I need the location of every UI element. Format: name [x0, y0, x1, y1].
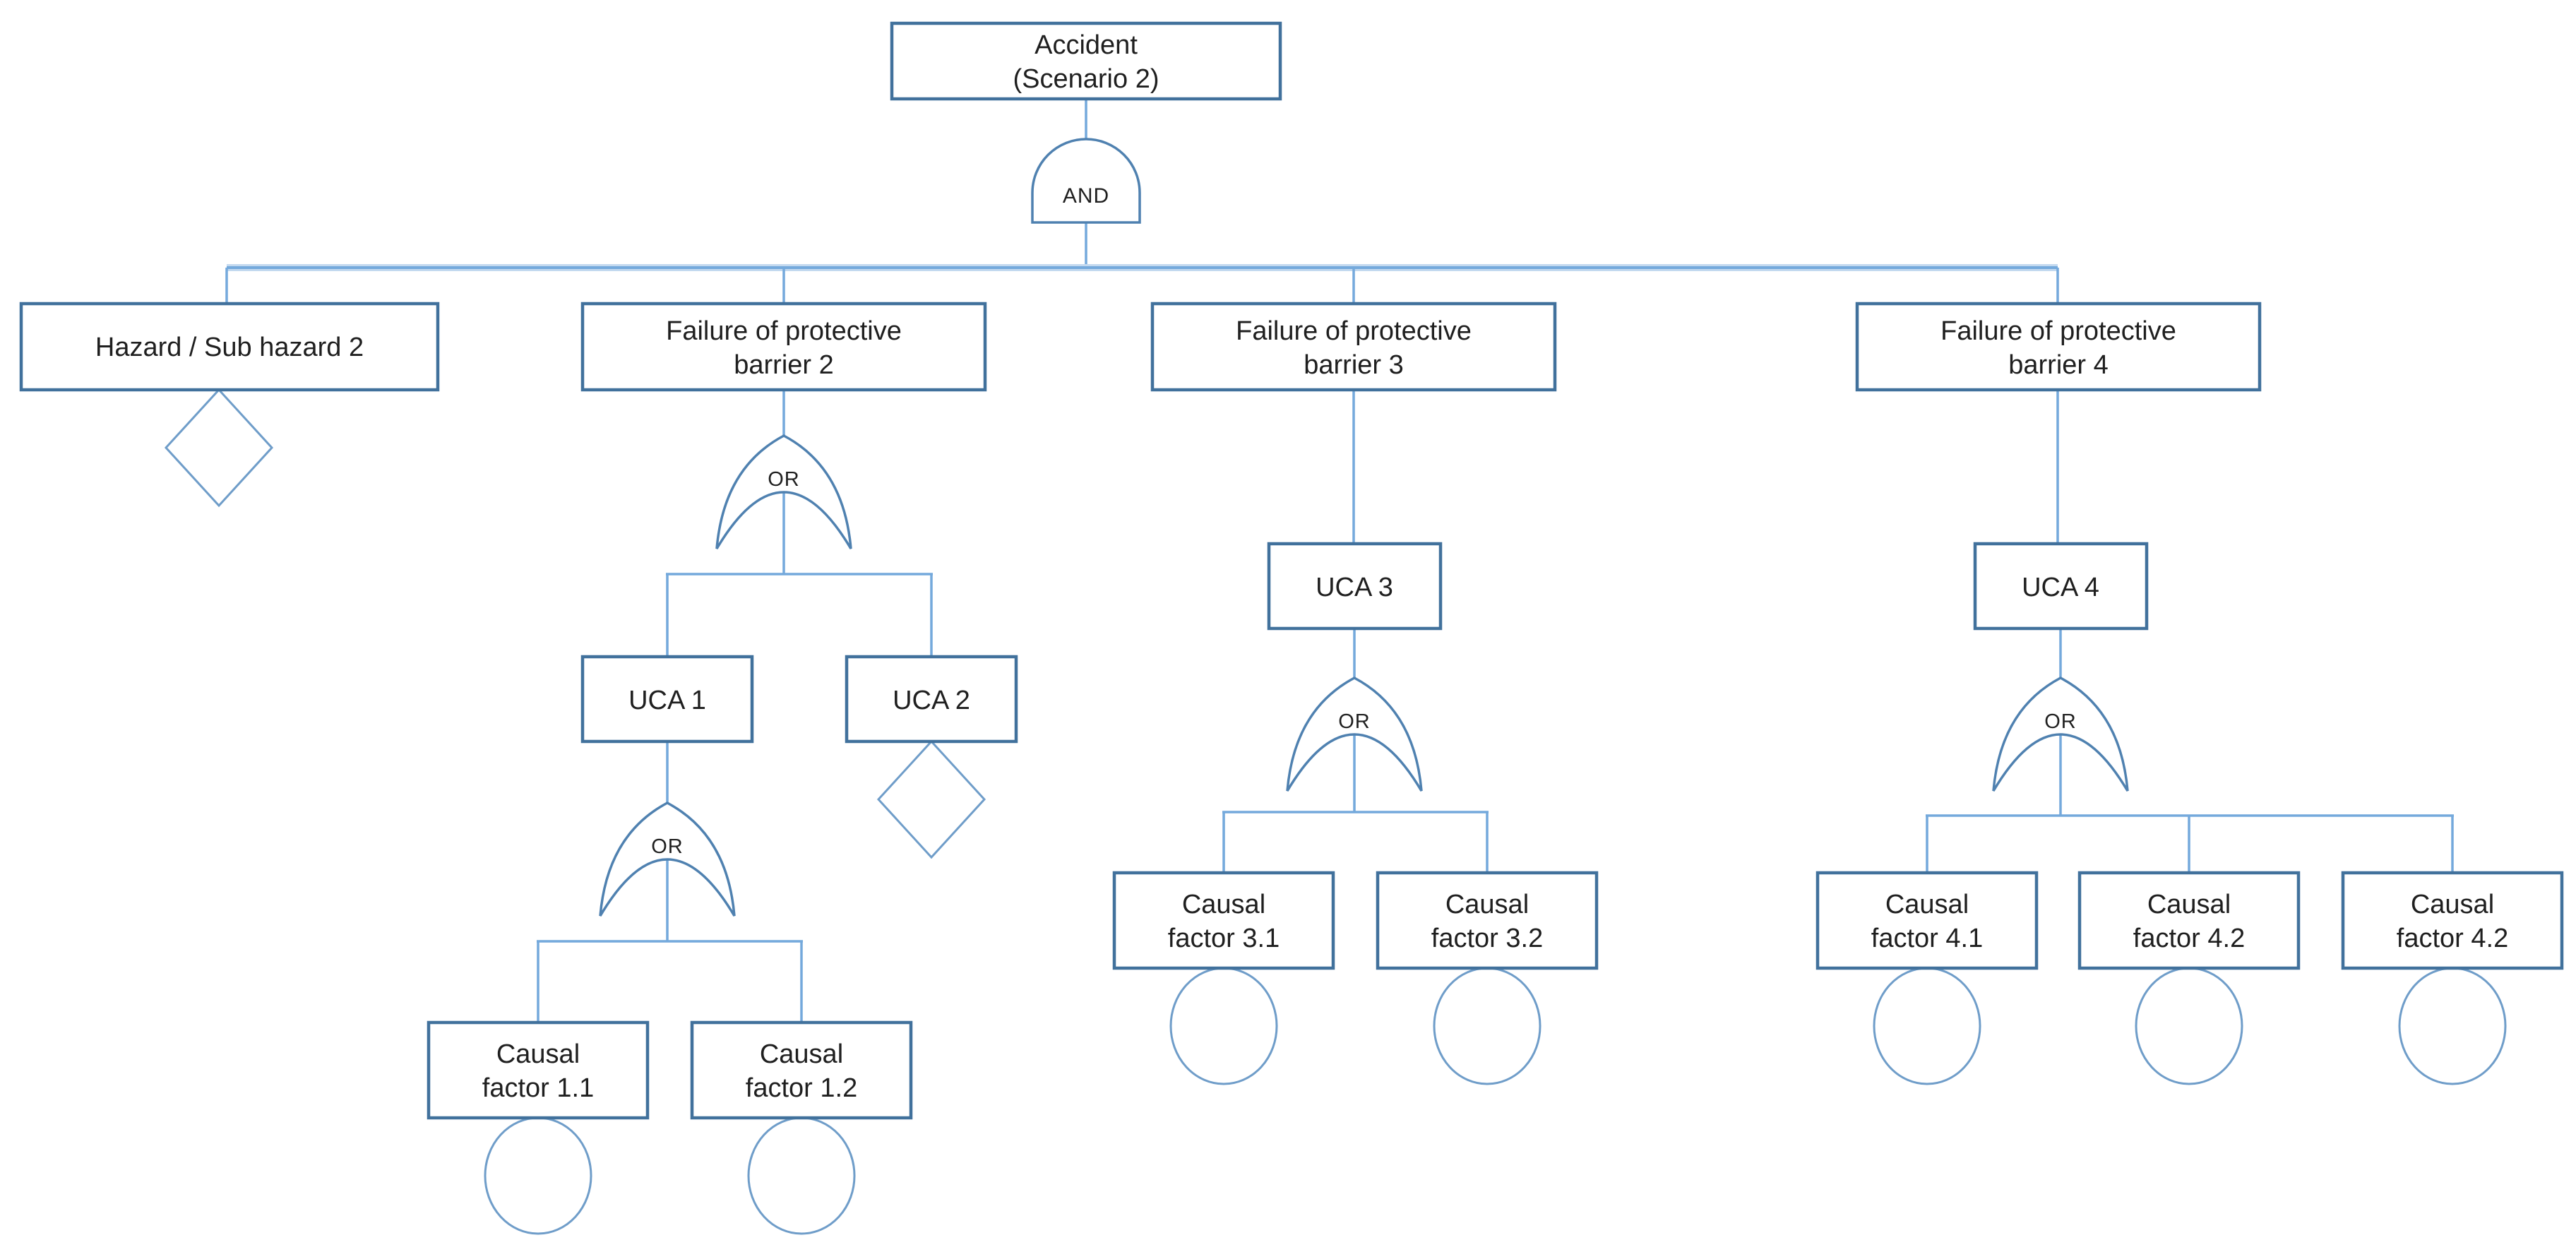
node-causal-factor-4-2: Causal factor 4.2	[2077, 871, 2301, 970]
node-uca4: UCA 4	[1973, 542, 2149, 631]
node-box	[690, 1020, 913, 1120]
node-uca3: UCA 3	[1267, 542, 1443, 631]
node-causal-factor-4-1: Causal factor 4.1	[1815, 871, 2039, 970]
node-causal-factor-1-1: Causal factor 1.1	[427, 1020, 650, 1120]
node-box	[845, 655, 1018, 744]
node-label-line2: factor 4.2	[2397, 924, 2508, 953]
node-box	[1855, 302, 2262, 392]
node-label-line2: (Scenario 2)	[1013, 64, 1159, 94]
node-box	[1267, 542, 1443, 631]
node-label-line1: Causal	[760, 1039, 843, 1069]
node-label-line1: Causal	[1445, 890, 1529, 919]
node-causal-factor-3-1: Causal factor 3.1	[1112, 871, 1335, 970]
node-label-line1: Accident	[1034, 30, 1138, 60]
basic-event-circle-cf31	[1169, 967, 1278, 1085]
undeveloped-event-diamond-hazard	[164, 388, 274, 508]
node-box	[1150, 302, 1557, 392]
node-label-line1: Causal	[1885, 890, 1969, 919]
node-label-line2: barrier 3	[1304, 350, 1404, 380]
node-label: UCA 1	[628, 686, 706, 715]
node-failure-protective-barrier-4: Failure of protective barrier 4	[1855, 302, 2262, 392]
basic-event-circle-cf12	[747, 1116, 856, 1235]
node-label-line2: barrier 2	[734, 350, 834, 380]
and-gate-label: AND	[1063, 184, 1109, 208]
node-label-line2: barrier 4	[2008, 350, 2109, 380]
node-label-line2: factor 1.2	[746, 1073, 857, 1103]
node-causal-factor-1-2: Causal factor 1.2	[690, 1020, 913, 1120]
or-gate-label: OR	[651, 835, 684, 858]
node-label: Hazard / Sub hazard 2	[95, 333, 364, 362]
node-box	[427, 1020, 650, 1120]
node-box	[1376, 871, 1599, 970]
node-label-line1: Failure of protective	[666, 316, 902, 346]
node-label-line1: Causal	[1182, 890, 1265, 919]
and-gate-shape	[1031, 138, 1141, 224]
or-gate-barrier2: OR	[715, 434, 852, 549]
node-uca1: UCA 1	[580, 655, 754, 744]
basic-event-circle-cf41	[1873, 967, 1981, 1085]
node-label-line1: Causal	[2411, 890, 2494, 919]
node-label: UCA 2	[893, 686, 970, 715]
node-label: UCA 4	[2022, 573, 2099, 602]
node-label-line1: Causal	[2147, 890, 2231, 919]
node-uca2: UCA 2	[845, 655, 1018, 744]
or-gate-label: OR	[2044, 710, 2077, 733]
or-gate-shape	[1992, 676, 2129, 792]
or-gate-uca4: OR	[1992, 676, 2129, 792]
or-gate-uca3: OR	[1286, 676, 1423, 792]
node-failure-protective-barrier-3: Failure of protective barrier 3	[1150, 302, 1557, 392]
node-label-line1: Failure of protective	[1940, 316, 2176, 346]
node-box	[890, 21, 1282, 101]
basic-event-circle-cf11	[484, 1116, 592, 1235]
or-gate-label: OR	[1338, 710, 1371, 733]
node-box	[1815, 871, 2039, 970]
node-box	[580, 302, 987, 392]
node-label-line2: factor 3.1	[1168, 924, 1280, 953]
node-box	[2077, 871, 2301, 970]
node-hazard-sub-hazard-2: Hazard / Sub hazard 2	[19, 302, 440, 392]
node-label-line2: factor 1.1	[482, 1073, 594, 1103]
node-label: UCA 3	[1316, 573, 1393, 602]
node-causal-factor-3-2: Causal factor 3.2	[1376, 871, 1599, 970]
connectors	[225, 99, 2454, 1023]
node-box	[2341, 871, 2564, 970]
basic-event-circle-cf42	[2135, 967, 2243, 1085]
node-label-line2: factor 4.2	[2133, 924, 2245, 953]
node-label-line1: Failure of protective	[1236, 316, 1472, 346]
node-label-line1: Causal	[496, 1039, 580, 1069]
undeveloped-event-diamond-uca2	[876, 739, 986, 859]
node-label-line2: factor 3.2	[1431, 924, 1543, 953]
or-gate-label: OR	[768, 468, 800, 491]
node-box	[580, 655, 754, 744]
or-gate-shape	[715, 434, 852, 549]
or-gate-shape	[599, 801, 736, 917]
node-causal-factor-4-2b: Causal factor 4.2	[2341, 871, 2564, 970]
basic-event-circle-cf32	[1433, 967, 1542, 1085]
or-gate-shape	[1286, 676, 1423, 792]
node-box	[19, 302, 440, 392]
basic-event-circle-cf43	[2398, 967, 2507, 1085]
node-box	[1112, 871, 1335, 970]
and-gate-top: AND	[1031, 138, 1141, 224]
node-accident: Accident (Scenario 2)	[890, 21, 1282, 101]
or-gate-uca1: OR	[599, 801, 736, 917]
node-failure-protective-barrier-2: Failure of protective barrier 2	[580, 302, 987, 392]
node-box	[1973, 542, 2149, 631]
node-label-line2: factor 4.1	[1871, 924, 1983, 953]
